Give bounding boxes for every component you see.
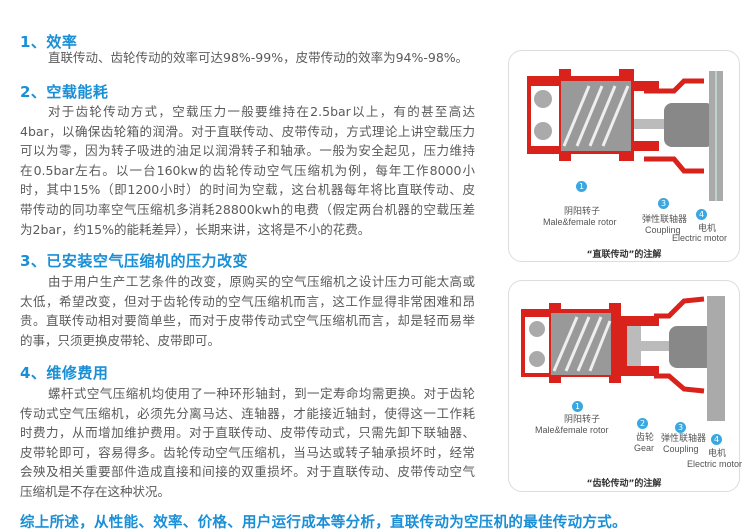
text-line: 为2bar，约15%的能耗差异），长期来讲，这将是不小的花费。 <box>20 221 371 237</box>
text-line: 4bar，以确保齿轮箱的润滑。对于直联传动、皮带传动，方式理论上讲空载压力 <box>20 123 475 139</box>
label-coupling-cn: 弹性联轴器 <box>642 214 688 224</box>
text-line: 在0.5bar左右。以一台160kw的齿轮传动空气压缩机为例，每年工作8000小 <box>20 162 475 178</box>
label-motor-en: Electric motor <box>672 233 728 243</box>
paragraph-maintenance-cost: 螺杆式空气压缩机均使用了一种环形轴封，到一定寿命均需更换。对于齿轮 传动式空气压… <box>20 384 475 502</box>
callout-2-icon: 2 <box>637 418 648 429</box>
text-line: 皮带轮即可，容易得多。齿轮传动空气压缩机，当马达或转子轴承损坏时，经常 <box>20 444 475 460</box>
direct-drive-diagram: 1 阴阳转子 Male&female rotor 3 弹性联轴器 Couplin… <box>508 50 740 262</box>
text-line: 对于齿轮传动方式，空载压力一般要维持在2.5bar以上，有的甚至高达 <box>48 104 475 119</box>
gear-drive-diagram: 1 阴阳转子 Male&female rotor 2 齿轮 Gear 3 弹性联… <box>508 280 743 492</box>
heading-pressure-change: 3、已安装空气压缩机的压力改变 <box>20 252 248 270</box>
conclusion: 综上所述，从性能、效率、价格、用户运行成本等分析，直联传动为空压机的最佳传动方式… <box>20 515 627 531</box>
label-rotor-en: Male&female rotor <box>535 425 609 435</box>
label-motor-cn: 电机 <box>708 448 727 458</box>
callout-4-icon: 4 <box>696 209 707 220</box>
text-line: 压缩机是不存在这种状况。 <box>20 483 171 499</box>
text-line: 带传动的同功率空气压缩机多消耗28800kwh的电费（假定两台机器的空载压差 <box>20 201 475 217</box>
gear-drive-illustration <box>521 296 725 421</box>
label-gear-en: Gear <box>634 443 655 453</box>
callout-1-icon: 1 <box>572 401 583 412</box>
callout-3-icon: 3 <box>675 422 686 433</box>
label-coupling-cn: 弹性联轴器 <box>661 433 707 443</box>
label-motor-en: Electric motor <box>687 459 743 469</box>
label-motor-cn: 电机 <box>698 223 717 233</box>
text-line: 时，其中15%（即1200小时）的时间为空载，这台机器每年将比直联传动、皮 <box>20 182 475 198</box>
label-coupling-en: Coupling <box>645 225 681 235</box>
heading-maintenance-cost: 4、维修费用 <box>20 364 109 382</box>
label-rotor-en: Male&female rotor <box>543 217 617 227</box>
text-line: 传动式空气压缩机，必须先分离马达、连轴器，才能接近轴封，使得这一工作耗 <box>20 405 475 421</box>
text-line: 螺杆式空气压缩机均使用了一种环形轴封，到一定寿命均需更换。对于齿轮 <box>48 386 475 401</box>
text-line: 太低，希望改变，但对于齿轮传动的空气压缩机而言，这工作显得非常困难和昂 <box>20 293 475 309</box>
callout-1-icon: 1 <box>576 181 587 192</box>
label-rotor-cn: 阴阳转子 <box>564 414 601 424</box>
text-line: 可以为零，因为转子吸进的油足以润滑转子和轴承。一般为安全起见，压力维持 <box>20 143 475 159</box>
text-line: 会殃及相关重要部件造成直接和间接的双重损坏。对于直联传动、皮带传动空气 <box>20 464 475 480</box>
text-line: 的事，只须更换皮带轮、皮带即可。 <box>20 332 221 348</box>
label-gear-cn: 齿轮 <box>636 432 655 442</box>
label-coupling-en: Coupling <box>663 444 699 454</box>
paragraph-efficiency: 直联传动、齿轮传动的效率可达98%-99%，皮带传动的效率为94%-98%。 <box>20 48 475 68</box>
text-line: 时费力，从而增加维护费用。对于直联传动、皮带传动式，只需先卸下联轴器、 <box>20 425 475 441</box>
text-line: 由于用户生产工艺条件的改变，原购买的空气压缩机之设计压力可能太高或 <box>48 274 475 289</box>
text-line: 直联传动、齿轮传动的效率可达98%-99%，皮带传动的效率为94%-98%。 <box>48 50 469 65</box>
caption-gear-drive: “齿轮传动”的注解 <box>586 479 662 489</box>
direct-drive-illustration <box>527 69 723 201</box>
heading-idle-energy: 2、空载能耗 <box>20 83 109 101</box>
label-rotor-cn: 阴阳转子 <box>564 206 601 216</box>
heading-efficiency: 1、效率 <box>20 33 78 51</box>
paragraph-idle-energy: 对于齿轮传动方式，空载压力一般要维持在2.5bar以上，有的甚至高达 4bar，… <box>20 102 475 239</box>
text-line: 贵。直联传动相对要简单些，而对于皮带传动式空气压缩机而言，却是轻而易举 <box>20 313 475 329</box>
caption-direct-drive: “直联传动”的注解 <box>586 250 662 260</box>
callout-4-icon: 4 <box>711 434 722 445</box>
paragraph-pressure-change: 由于用户生产工艺条件的改变，原购买的空气压缩机之设计压力可能太高或 太低，希望改… <box>20 272 475 350</box>
callout-3-icon: 3 <box>658 198 669 209</box>
